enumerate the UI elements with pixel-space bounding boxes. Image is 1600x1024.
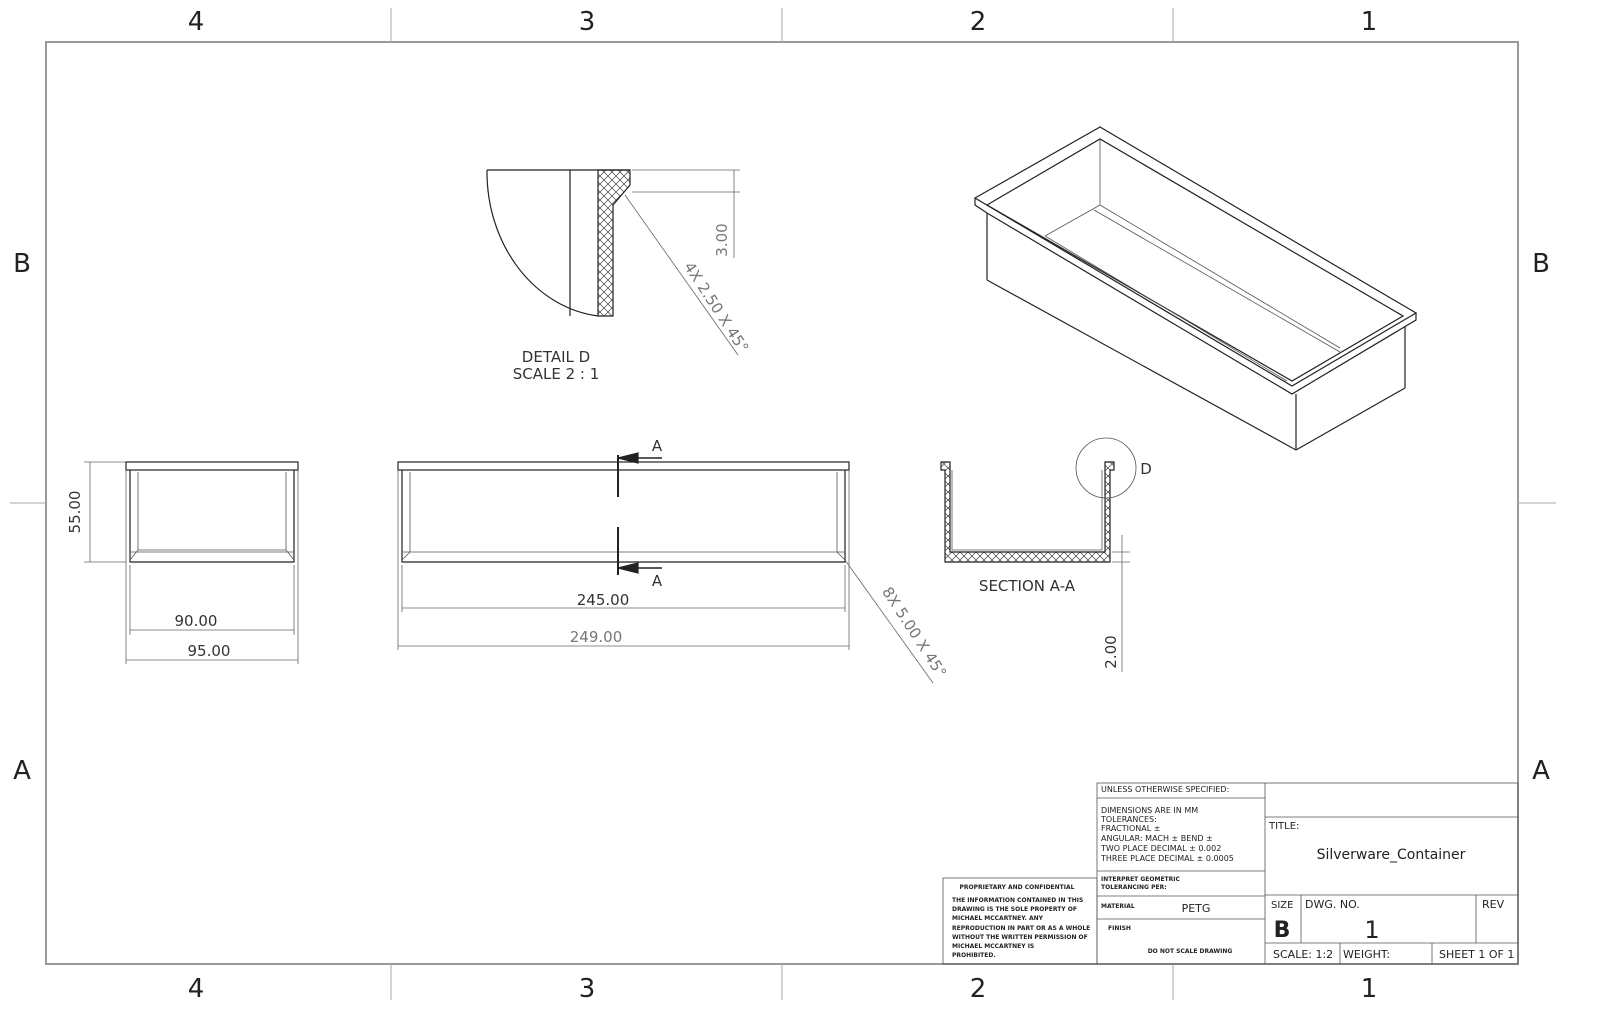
title-block-grid: [942, 782, 1519, 965]
proprietary-line: REPRODUCTION IN PART OR AS A WHOLE: [952, 925, 1090, 932]
zone-col-top-4: 4: [188, 7, 205, 37]
section-marker-top: A: [652, 437, 663, 455]
proprietary-line: MICHAEL MCCARTNEY. ANY: [952, 915, 1044, 922]
detail-label: DETAIL D: [522, 348, 590, 366]
isometric-view: [973, 126, 1418, 451]
finish-label: FINISH: [1108, 925, 1131, 932]
section-marker-bottom: A: [652, 572, 663, 590]
detail-height-dim: 3.00: [713, 223, 731, 256]
detail-scale: SCALE 2 : 1: [513, 365, 600, 383]
tolerance-line: FRACTIONAL ±: [1101, 824, 1160, 833]
proprietary-line: MICHAEL MCCARTNEY IS: [952, 943, 1034, 950]
dwg-no-value: 1: [1364, 916, 1379, 944]
side-outer-width-dim: 95.00: [188, 642, 231, 660]
dwg-no-label: DWG. NO.: [1305, 898, 1360, 911]
material-label: MATERIAL: [1101, 903, 1135, 910]
front-dims: [397, 470, 934, 684]
section-a-a-view: [940, 437, 1137, 672]
zone-col-top-1: 1: [1361, 7, 1378, 37]
detail-d-view: [486, 169, 740, 356]
interpret-geometric: INTERPRET GEOMETRIC: [1101, 876, 1181, 883]
zone-ticks: [10, 8, 1556, 1000]
tolerancing-per: TOLERANCING PER:: [1101, 884, 1167, 891]
proprietary-line: DRAWING IS THE SOLE PROPERTY OF: [952, 906, 1077, 913]
front-chamfer-dim: 8X 5.00 X 45°: [878, 584, 950, 681]
unless-specified: UNLESS OTHERWISE SPECIFIED:: [1101, 785, 1229, 794]
zone-row-left-B: B: [13, 249, 31, 279]
zone-col-top-2: 2: [970, 7, 987, 37]
tolerance-line: ANGULAR: MACH ± BEND ±: [1101, 834, 1213, 843]
size-value: B: [1274, 918, 1291, 943]
material-value: PETG: [1182, 902, 1211, 915]
front-outer-length-dim: 249.00: [570, 628, 623, 646]
weight-label: WEIGHT:: [1343, 948, 1390, 961]
proprietary-line: THE INFORMATION CONTAINED IN THIS: [952, 897, 1083, 904]
detail-chamfer-dim: 4X 2.50 X 45°: [680, 259, 752, 356]
zone-col-bottom-2: 2: [970, 974, 987, 1004]
zone-col-bottom-1: 1: [1361, 974, 1378, 1004]
tolerance-line: TOLERANCES:: [1100, 815, 1157, 824]
zone-col-bottom-3: 3: [579, 974, 596, 1004]
side-height-dim: 55.00: [66, 491, 84, 534]
zone-col-top-3: 3: [579, 7, 596, 37]
tolerance-line: TWO PLACE DECIMAL ± 0.002: [1100, 844, 1221, 853]
zone-row-right-B: B: [1532, 249, 1550, 279]
title-label: TITLE:: [1268, 821, 1299, 832]
zone-col-bottom-4: 4: [188, 974, 205, 1004]
zone-row-left-A: A: [13, 756, 31, 786]
rev-label: REV: [1482, 898, 1505, 911]
detail-d-marker: D: [1140, 460, 1152, 478]
tolerance-line: THREE PLACE DECIMAL ± 0.0005: [1100, 854, 1234, 863]
zone-row-right-A: A: [1532, 756, 1550, 786]
side-dims: [84, 461, 299, 664]
size-label: SIZE: [1271, 900, 1293, 911]
section-thickness-dim: 2.00: [1102, 635, 1120, 668]
tolerance-line: DIMENSIONS ARE IN MM: [1101, 806, 1198, 815]
proprietary-title: PROPRIETARY AND CONFIDENTIAL: [960, 884, 1075, 891]
side-inner-width-dim: 90.00: [175, 612, 218, 630]
proprietary-line: PROHIBITED.: [952, 952, 996, 959]
front-inner-length-dim: 245.00: [577, 591, 630, 609]
proprietary-line: WITHOUT THE WRITTEN PERMISSION OF: [952, 934, 1088, 941]
front-view: [397, 452, 850, 575]
sheet-value: SHEET 1 OF 1: [1439, 948, 1514, 961]
scale-value: SCALE: 1:2: [1273, 948, 1333, 961]
side-view: [125, 461, 299, 563]
drawing-title: Silverware_Container: [1317, 847, 1466, 863]
do-not-scale: DO NOT SCALE DRAWING: [1148, 948, 1233, 955]
section-label: SECTION A-A: [979, 577, 1076, 595]
